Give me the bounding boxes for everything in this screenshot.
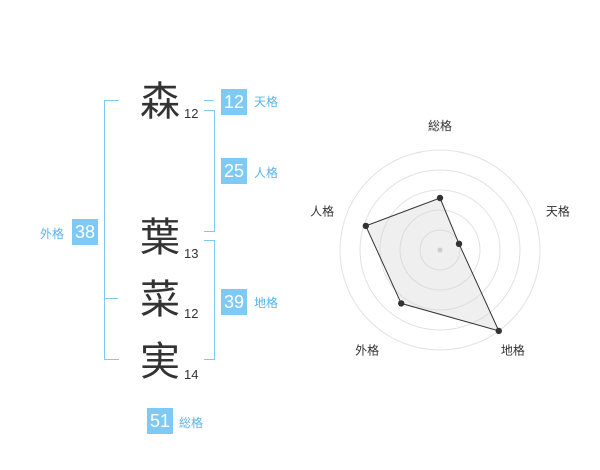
stroke-count-2: 13 bbox=[184, 246, 199, 261]
ten-value: 12 bbox=[221, 89, 247, 115]
stroke-count-3: 12 bbox=[184, 306, 199, 321]
radar-point-1 bbox=[436, 194, 444, 202]
ten-bracket bbox=[204, 100, 214, 101]
chi-value: 39 bbox=[221, 289, 247, 315]
radar-ring bbox=[419, 229, 461, 271]
radar-ring bbox=[399, 209, 481, 291]
sou-value: 51 bbox=[147, 408, 173, 434]
name-char-2: 葉 bbox=[140, 215, 180, 261]
name-breakdown: 森 12 葉 13 菜 12 実 14 12 天格 25 人格 39 地格 外格… bbox=[40, 79, 279, 434]
chi-bracket bbox=[204, 240, 215, 360]
jin-label: 人格 bbox=[254, 166, 279, 180]
radar-point-5 bbox=[362, 222, 370, 230]
gai-bracket-mid bbox=[104, 298, 118, 299]
radar-polygon bbox=[365, 197, 500, 332]
stroke-count-4: 14 bbox=[184, 367, 199, 382]
radar-axis-label-2: 天格 bbox=[546, 204, 570, 219]
radar-point-4 bbox=[398, 300, 405, 307]
gai-bracket bbox=[104, 100, 119, 360]
stroke-count-1: 12 bbox=[184, 106, 199, 121]
jin-value: 25 bbox=[221, 158, 247, 184]
radar-points bbox=[362, 194, 502, 335]
radar-axis-label-5: 人格 bbox=[310, 204, 334, 219]
ten-label: 天格 bbox=[254, 95, 279, 109]
radar-center-dot bbox=[437, 247, 443, 253]
gai-label: 外格 bbox=[40, 227, 65, 241]
name-char-4: 実 bbox=[140, 339, 180, 385]
name-char-3: 菜 bbox=[140, 277, 180, 323]
radar-point-2 bbox=[455, 240, 463, 248]
jin-bracket bbox=[204, 110, 215, 232]
radar-ring bbox=[359, 169, 521, 331]
chi-label: 地格 bbox=[254, 296, 279, 310]
radar-ring bbox=[379, 189, 501, 311]
radar-point-3 bbox=[495, 327, 502, 335]
radar-axis-label-4: 外格 bbox=[355, 342, 379, 357]
sou-label: 総格 bbox=[179, 416, 204, 430]
radar-axis-label-1: 総格 bbox=[428, 118, 452, 133]
name-char-1: 森 bbox=[140, 79, 180, 125]
gai-value: 38 bbox=[72, 219, 98, 245]
radar-axis-label-3: 地格 bbox=[501, 342, 525, 357]
radar-area bbox=[365, 197, 500, 332]
